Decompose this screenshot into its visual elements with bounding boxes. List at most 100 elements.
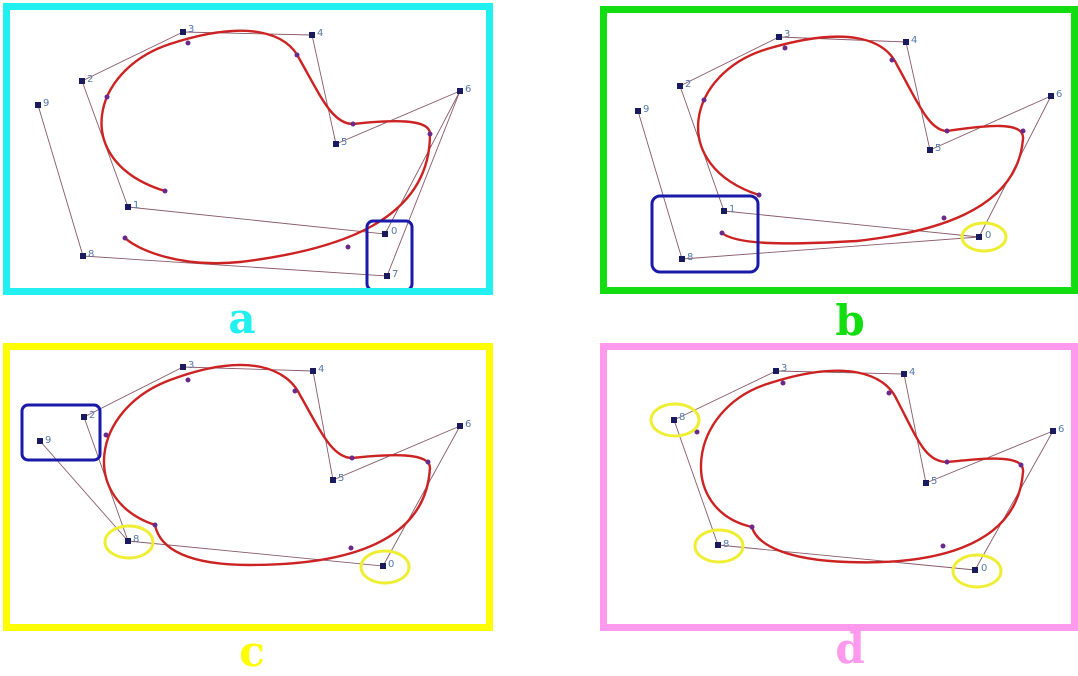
point-label: 9	[43, 98, 49, 109]
panel-a: 9 2 3 4 5 6 1 0 8 7	[3, 3, 493, 295]
curve-point	[940, 543, 946, 549]
control-point	[679, 256, 685, 262]
point-label: 0	[391, 226, 397, 237]
curve-point	[345, 244, 351, 250]
point-label: 8	[133, 534, 139, 545]
panel-d: 8 3 4 5 6 8 0	[600, 343, 1078, 631]
curve-point	[694, 429, 700, 435]
control-point	[310, 368, 316, 374]
point-label: 5	[931, 476, 937, 487]
control-point	[309, 32, 315, 38]
control-point	[715, 542, 721, 548]
curve-point	[427, 131, 433, 137]
curve-point	[292, 388, 298, 394]
control-polygon-edge	[127, 206, 386, 235]
control-polygon-edge	[723, 210, 980, 238]
control-point	[333, 141, 339, 147]
point-label: 3	[188, 360, 194, 371]
point-label: 8	[723, 539, 729, 550]
curve-point	[1020, 128, 1026, 134]
curve-point	[701, 97, 707, 103]
curve-point	[780, 380, 786, 386]
point-label: 0	[985, 230, 991, 241]
highlight-box	[20, 403, 102, 462]
panel-label-b: b	[835, 296, 865, 345]
point-label: 0	[981, 563, 987, 574]
spline-curve	[699, 369, 1025, 564]
control-point	[671, 417, 677, 423]
control-polygon-edge	[637, 110, 683, 260]
control-polygon-edge	[673, 370, 777, 421]
point-label: 3	[784, 29, 790, 40]
highlight-circle	[951, 553, 1003, 589]
control-point	[380, 563, 386, 569]
curve-point	[889, 57, 895, 63]
control-polygon-edge	[182, 366, 314, 372]
curve-point	[350, 121, 356, 127]
control-point	[384, 273, 390, 279]
control-point	[773, 368, 779, 374]
point-label: 6	[465, 419, 471, 430]
control-point	[972, 567, 978, 573]
point-label: 3	[781, 363, 787, 374]
highlight-circle	[103, 524, 155, 560]
control-point	[457, 88, 463, 94]
control-point	[1048, 93, 1054, 99]
point-label: 7	[392, 269, 398, 280]
curve-point	[348, 545, 354, 551]
control-point	[901, 371, 907, 377]
curve-point	[162, 188, 168, 194]
control-point	[1050, 428, 1056, 434]
control-polygon-edge	[903, 373, 927, 484]
control-polygon-edge	[386, 90, 461, 277]
point-label: 4	[911, 35, 917, 46]
control-point	[903, 39, 909, 45]
highlight-box	[365, 219, 414, 288]
control-polygon-edge	[127, 540, 384, 567]
control-point	[927, 147, 933, 153]
control-point	[330, 477, 336, 483]
highlight-circle	[359, 549, 411, 585]
control-point	[457, 423, 463, 429]
point-label: 9	[45, 435, 51, 446]
point-label: 2	[685, 79, 691, 90]
curve-point	[941, 215, 947, 221]
control-polygon-edge	[778, 36, 907, 43]
control-polygon-edge	[182, 31, 313, 36]
panel-b: 9 2 3 4 5 6 1 8 0	[600, 6, 1078, 294]
curve-point	[122, 235, 128, 241]
point-label: 1	[729, 204, 735, 215]
control-polygon-edge	[382, 425, 461, 567]
control-polygon-edge	[974, 430, 1054, 571]
control-polygon-edge	[39, 440, 129, 542]
point-label: 5	[338, 473, 344, 484]
highlight-circle	[693, 528, 745, 564]
curve-point	[886, 390, 892, 396]
point-label: 2	[87, 74, 93, 85]
point-label: 9	[643, 104, 649, 115]
control-polygon-edge	[82, 255, 388, 277]
curve-point	[944, 128, 950, 134]
control-polygon-edge	[775, 370, 905, 375]
curve-point	[294, 52, 300, 58]
panel-label-c: c	[239, 627, 265, 676]
control-point	[79, 78, 85, 84]
control-polygon-edge	[905, 41, 931, 151]
point-label: 4	[317, 28, 323, 39]
control-polygon-edge	[332, 425, 461, 481]
point-label: 8	[679, 412, 685, 423]
curve-point	[944, 459, 950, 465]
panel-b-diagram: 9 2 3 4 5 6 1 8 0	[635, 29, 1062, 274]
control-point	[125, 538, 131, 544]
panel-c: 9 2 3 4 5 6 8 0	[3, 343, 493, 631]
spline-curve	[100, 29, 432, 265]
spline-curve	[102, 363, 432, 567]
point-label: 8	[88, 249, 94, 260]
point-label: 5	[935, 143, 941, 154]
control-point	[37, 438, 43, 444]
highlight-box	[650, 194, 760, 274]
curve-point	[103, 432, 109, 438]
point-label: 6	[465, 84, 471, 95]
point-label: 6	[1058, 424, 1064, 435]
point-label: 3	[188, 24, 194, 35]
